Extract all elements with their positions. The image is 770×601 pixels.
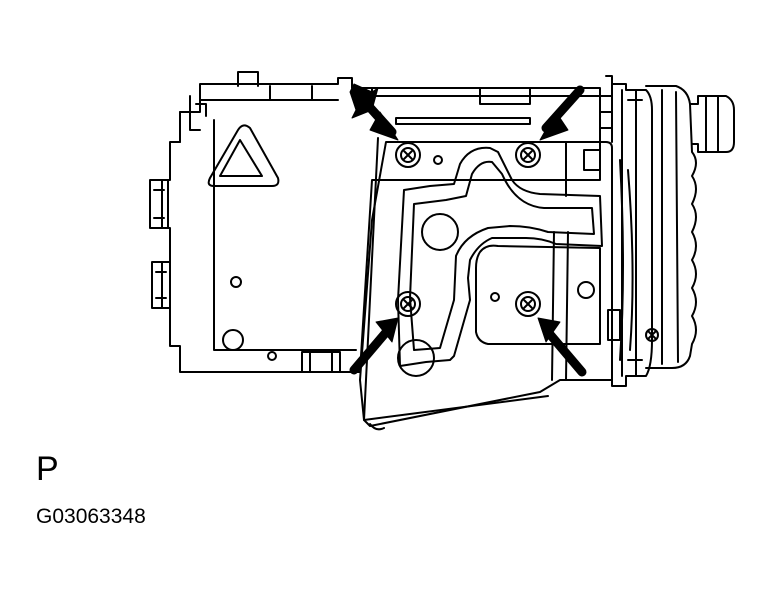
rubber-boot	[645, 85, 735, 369]
actuator-housing	[599, 75, 659, 387]
screw-top-left	[395, 142, 421, 168]
arrow-icon-top-left	[349, 83, 399, 141]
mounting-plate	[359, 137, 613, 431]
figure-id: G03063348	[36, 505, 146, 528]
top-lip	[371, 87, 601, 125]
screw-top-right	[515, 142, 541, 168]
arrow-icon-top-right	[539, 85, 585, 141]
screw-bottom-left	[395, 291, 421, 317]
screw-bottom-right	[515, 291, 541, 317]
arrow-icon-bottom-right	[537, 317, 587, 377]
view-letter: P	[36, 450, 59, 488]
lock-housing-left	[149, 71, 601, 373]
arrow-icon-bottom-left	[349, 317, 399, 375]
